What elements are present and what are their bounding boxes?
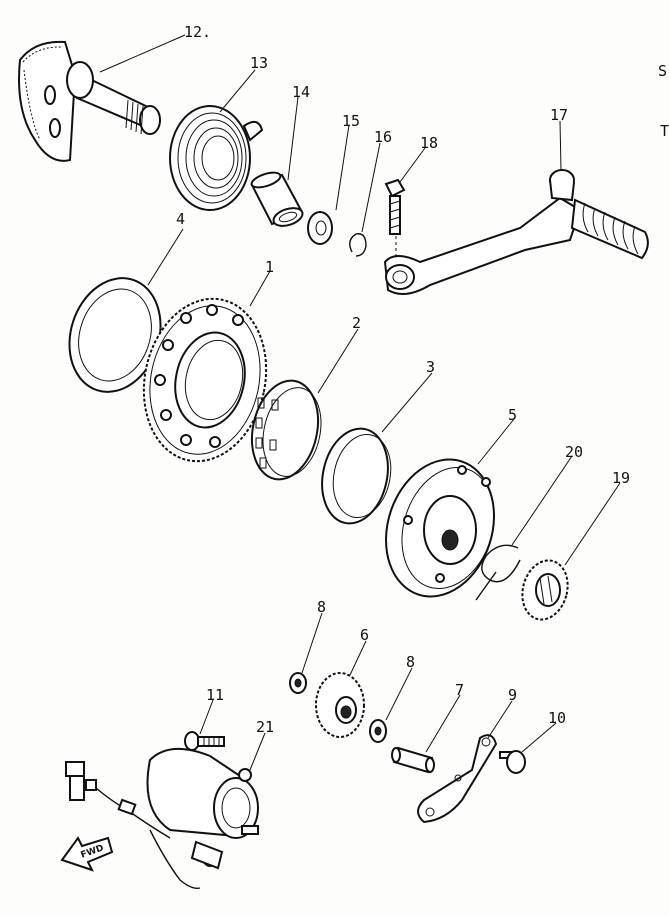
- part-15-washer: [307, 211, 333, 245]
- callout-9: 9: [508, 686, 517, 704]
- part-17-kick-crank: [383, 169, 649, 295]
- part-5-starter-clutch: [385, 458, 495, 598]
- part-12-kick-axle: [18, 40, 161, 162]
- part-16-circlip: [349, 233, 367, 257]
- fwd-arrow: FWD: [60, 836, 114, 872]
- callout-7: 7: [455, 681, 464, 699]
- callout-3: 3: [426, 358, 435, 376]
- callout-19: 19: [612, 469, 630, 487]
- leader-lines: [99, 34, 621, 771]
- part-7-shaft: [391, 746, 435, 774]
- callout-21: 21: [256, 718, 274, 736]
- part-19-gear: [521, 559, 569, 621]
- part-11-bolt: [184, 731, 225, 751]
- callout-6: 6: [360, 626, 369, 644]
- part-20-clip: [475, 544, 521, 601]
- callout-20: 20: [565, 443, 583, 461]
- callout-8-right: 8: [406, 653, 415, 671]
- callout-16: 16: [374, 128, 392, 146]
- callout-5: 5: [508, 406, 517, 424]
- callout-15: 15: [342, 112, 360, 130]
- part-9-plate: [417, 734, 498, 824]
- callout-18: 18: [420, 134, 438, 152]
- edge-mark-s: S: [658, 62, 667, 80]
- callout-13: 13: [250, 54, 268, 72]
- edge-mark-t: T: [660, 122, 669, 140]
- part-14-bushing: [250, 171, 304, 227]
- callout-12: 12.: [184, 23, 211, 41]
- part-8-washer-right: [369, 719, 387, 743]
- part-8-washer-left: [289, 672, 307, 694]
- callout-2: 2: [352, 314, 361, 332]
- callout-17: 17: [550, 106, 568, 124]
- callout-4: 4: [176, 210, 185, 228]
- part-13-kick-spring: [169, 105, 264, 211]
- part-10-screw: [499, 750, 526, 774]
- callout-numbers: 12. 13 14 15 16 18 17 4 1 2 3 5 20 19 8 …: [176, 23, 630, 736]
- callout-1: 1: [265, 258, 274, 276]
- callout-10: 10: [548, 709, 566, 727]
- callout-11: 11: [206, 686, 224, 704]
- callout-14: 14: [292, 83, 310, 101]
- part-6-idler-gear: [315, 672, 365, 738]
- part-1-ring-gear: [142, 297, 268, 463]
- part-3-clutch-ring: [321, 427, 392, 525]
- part-18-bolt: [384, 178, 406, 256]
- part-2-needle-bearing: [251, 379, 322, 481]
- part-21-starter-motor: [65, 747, 259, 890]
- callout-8-left: 8: [317, 598, 326, 616]
